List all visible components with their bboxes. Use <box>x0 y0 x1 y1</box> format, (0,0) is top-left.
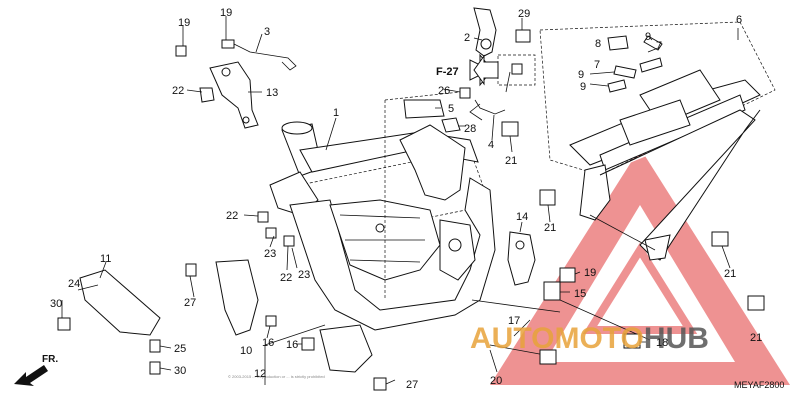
direction-label: FR. <box>42 354 58 365</box>
callout-19a: 19 <box>178 17 190 29</box>
callouts: 1 2 3 4 5 6 7 7 8 9 9 9 10 11 12 13 14 1… <box>50 7 762 391</box>
callout-9a: 9 <box>645 31 651 43</box>
callout-5: 5 <box>448 103 454 115</box>
callout-7b: 7 <box>594 59 600 71</box>
callout-13: 13 <box>266 87 278 99</box>
watermark-triangle-icon <box>490 148 790 385</box>
main-frame <box>269 91 496 331</box>
rear-subframe <box>539 21 776 261</box>
callout-24: 24 <box>68 278 80 290</box>
callout-1: 1 <box>333 107 339 119</box>
callout-18: 18 <box>656 337 668 349</box>
callout-19c: 19 <box>584 267 596 279</box>
lower-left-parts <box>57 211 387 391</box>
callout-27b: 27 <box>406 379 418 391</box>
watermark <box>490 148 790 385</box>
front-direction-indicator: FR. <box>14 354 58 386</box>
callout-26: 26 <box>438 85 450 97</box>
callout-2: 2 <box>464 32 470 44</box>
watermark-inner-triangle-icon <box>582 242 698 334</box>
callout-29: 29 <box>518 8 530 20</box>
callout-23b: 23 <box>298 269 310 281</box>
callout-17: 17 <box>508 315 520 327</box>
callout-16b: 16 <box>286 339 298 351</box>
reference-arrow: F-27 <box>436 54 499 86</box>
subframe-small-parts <box>607 35 663 93</box>
callout-9c: 9 <box>580 81 586 93</box>
callout-21d: 21 <box>750 332 762 344</box>
callout-8: 8 <box>595 38 601 50</box>
callout-6: 6 <box>736 14 742 26</box>
callout-19b: 19 <box>220 7 232 19</box>
callout-10: 10 <box>240 345 252 357</box>
leader-lines <box>61 16 739 385</box>
reference-label: F-27 <box>436 66 459 78</box>
arrow-right-icon <box>473 54 499 86</box>
callout-22a: 22 <box>172 85 184 97</box>
callout-20: 20 <box>490 375 502 387</box>
callout-22c: 22 <box>280 272 292 284</box>
callout-9b: 9 <box>578 69 584 81</box>
callout-14: 14 <box>516 211 528 223</box>
diagram-code: MEYAF2800 <box>734 380 784 390</box>
callout-16a: 16 <box>262 337 274 349</box>
upper-center-parts <box>403 7 536 137</box>
callout-3: 3 <box>264 26 270 38</box>
direction-arrow-icon <box>14 365 48 386</box>
upper-left-bracket <box>175 39 297 129</box>
callout-30a: 30 <box>50 298 62 310</box>
callout-21b: 21 <box>544 222 556 234</box>
watermark-word-moto: MOTO <box>554 322 643 355</box>
callout-30b: 30 <box>174 365 186 377</box>
callout-22b: 22 <box>226 210 238 222</box>
right-side-parts <box>471 189 765 365</box>
callout-15: 15 <box>574 288 586 300</box>
callout-12: 12 <box>254 368 266 380</box>
callout-11: 11 <box>100 253 111 265</box>
copyright-text: © 2003-2015 ... Reproduction or ... is s… <box>228 374 325 379</box>
callout-21c: 21 <box>724 268 736 280</box>
watermark-word-auto: AUTO <box>470 322 554 355</box>
watermark-word-hub: HUB <box>644 322 709 355</box>
callout-23a: 23 <box>264 248 276 260</box>
callout-4: 4 <box>488 139 494 151</box>
callout-25: 25 <box>174 343 186 355</box>
callout-21a: 21 <box>505 155 517 167</box>
callout-28: 28 <box>464 123 476 135</box>
callout-27a: 27 <box>184 297 196 309</box>
watermark-text: AUTOMOTOHUB <box>470 322 709 355</box>
callout-7a: 7 <box>656 40 662 52</box>
